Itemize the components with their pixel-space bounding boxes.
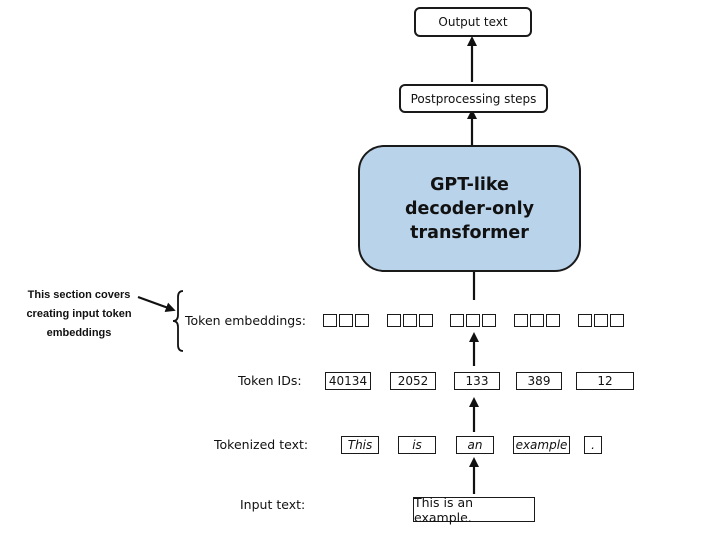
token-id-value: 389 [527, 374, 551, 388]
token-text: example [515, 438, 568, 452]
token-box: is [398, 436, 436, 454]
tokenized-text-label: Tokenized text: [214, 437, 309, 452]
embedding-cell [610, 314, 624, 327]
token-text: an [467, 438, 483, 452]
embedding-cell [355, 314, 369, 327]
embedding-cell [323, 314, 337, 327]
output-text-label: Output text [438, 15, 508, 29]
model-line-3: transformer [410, 222, 529, 243]
section-note: This section covers creating input token… [12, 286, 146, 343]
embedding-vector-2 [387, 314, 435, 327]
postprocessing-label: Postprocessing steps [410, 91, 537, 106]
note-line-3: embeddings [46, 327, 112, 339]
embedding-vector-3 [450, 314, 498, 327]
token-id-box: 133 [454, 372, 500, 390]
input-text-label: Input text: [240, 497, 306, 512]
token-text: . [591, 438, 595, 452]
embedding-cell [530, 314, 544, 327]
embedding-cell [403, 314, 417, 327]
token-id-value: 12 [597, 374, 613, 388]
token-embeddings-label: Token embeddings: [185, 313, 306, 328]
token-id-box: 2052 [390, 372, 436, 390]
note-pointer-arrow [137, 295, 176, 312]
token-text: This [347, 438, 373, 452]
token-id-value: 40134 [328, 374, 368, 388]
embedding-cell [387, 314, 401, 327]
embedding-cell [466, 314, 480, 327]
embedding-cell [594, 314, 608, 327]
embeddings-brace [172, 290, 184, 352]
embedding-cell [339, 314, 353, 327]
token-box: example [513, 436, 570, 454]
token-text: is [412, 438, 422, 452]
embedding-vector-4 [514, 314, 562, 327]
token-id-box: 12 [576, 372, 634, 390]
output-text-box: Output text [414, 7, 532, 37]
embedding-vector-5 [578, 314, 626, 327]
embedding-vector-1 [323, 314, 371, 327]
token-id-box: 389 [516, 372, 562, 390]
embedding-cell [482, 314, 496, 327]
embedding-cell [419, 314, 433, 327]
token-box: This [341, 436, 379, 454]
embedding-cell [450, 314, 464, 327]
postprocessing-steps-box: Postprocessing steps [399, 84, 548, 113]
note-line-1: This section covers [27, 289, 131, 301]
embedding-cell [514, 314, 528, 327]
model-line-2: decoder-only [405, 198, 534, 219]
token-box: an [456, 436, 494, 454]
input-text-box: This is an example. [413, 494, 535, 525]
token-id-value: 2052 [397, 374, 429, 388]
gpt-transformer-box: GPT-like decoder-only transformer [358, 145, 581, 272]
embedding-cell [546, 314, 560, 327]
embedding-cell [578, 314, 592, 327]
note-line-2: creating input token [26, 308, 132, 320]
token-box: . [584, 436, 602, 454]
input-text-value: This is an example. [414, 494, 474, 525]
token-id-value: 133 [465, 374, 489, 388]
token-id-box: 40134 [325, 372, 371, 390]
token-ids-label: Token IDs: [238, 373, 302, 388]
model-line-1: GPT-like [430, 174, 509, 195]
